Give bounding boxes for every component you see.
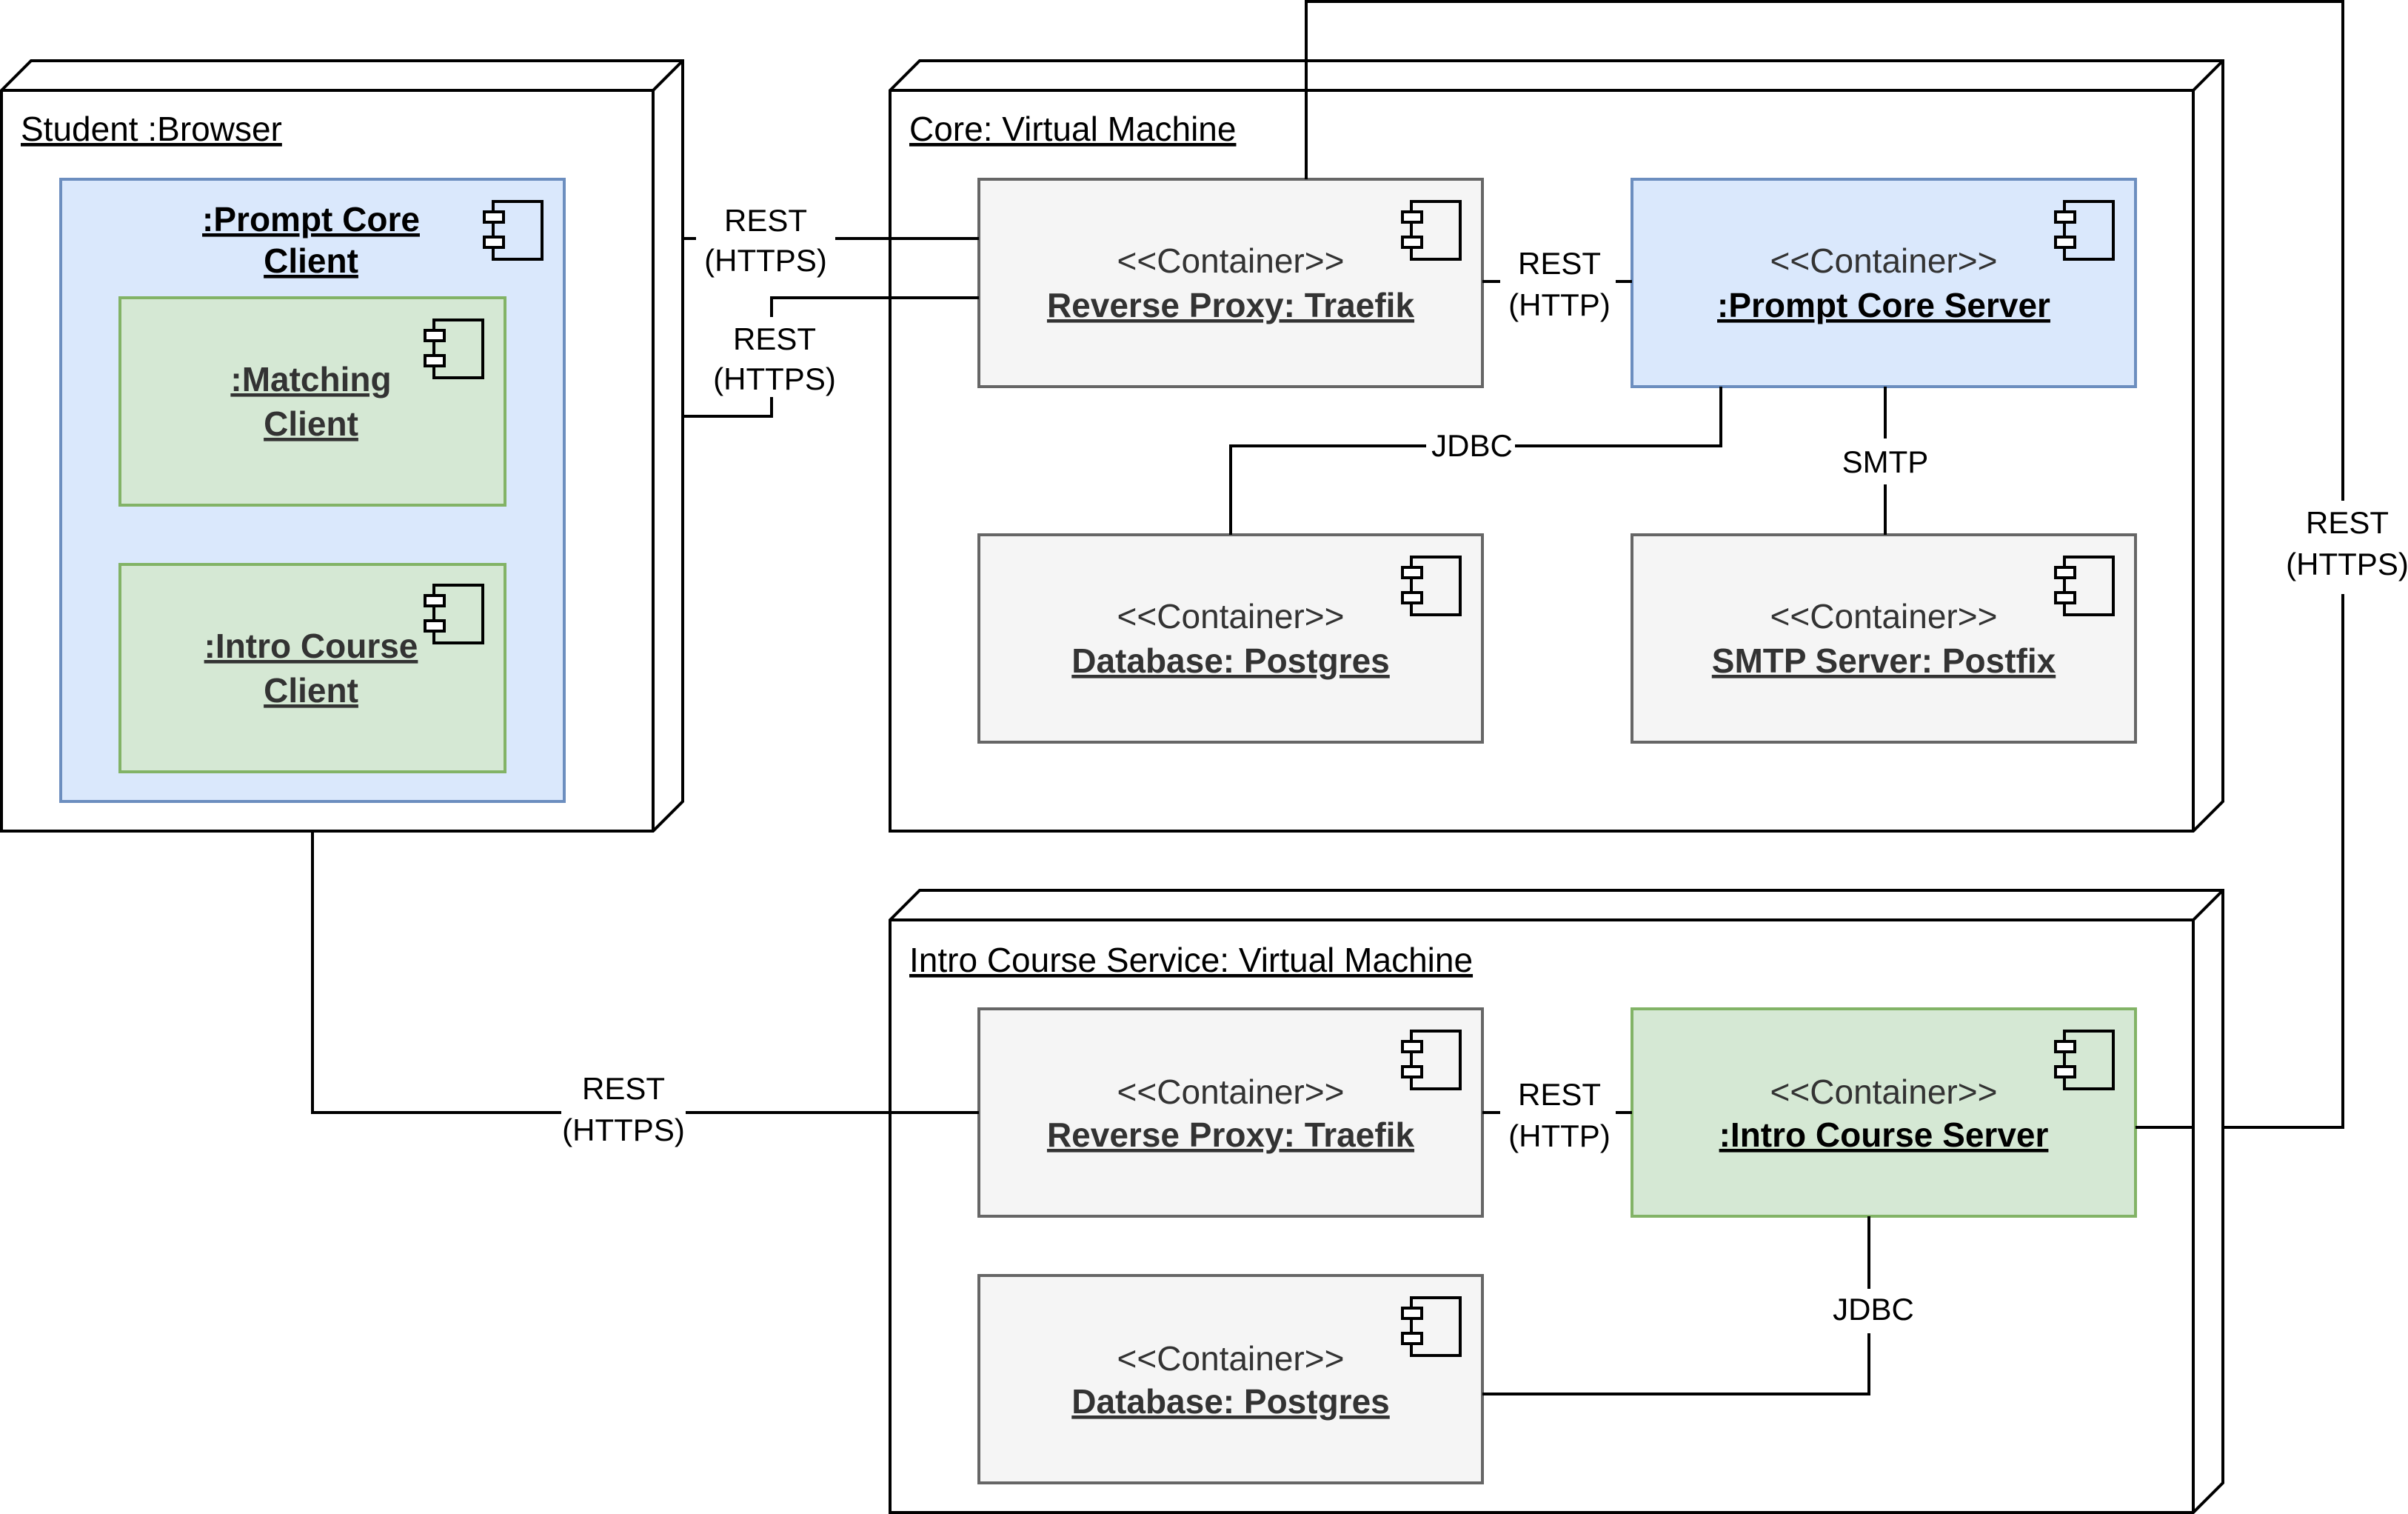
edge-label: (HTTPS) (2286, 547, 2408, 581)
edge-label: REST (1518, 1077, 1601, 1112)
edge-label: JDBC (1833, 1292, 1914, 1327)
node-label-browser: Student :Browser (21, 110, 282, 148)
component-label-line1: :Intro Course (204, 627, 418, 665)
component-name: SMTP Server: Postfix (1712, 641, 2056, 680)
node-label-intro-vm: Intro Course Service: Virtual Machine (909, 941, 1473, 979)
connectors-inner-core (835, 90, 1887, 535)
edge-label: REST (1518, 246, 1601, 281)
component-intro-reverse-proxy[interactable]: <<Container>> Reverse Proxy: Traefik (977, 1007, 1484, 1218)
component-intro-course-server[interactable]: <<Container>> :Intro Course Server (1631, 1007, 2137, 1218)
edge-label: REST (2306, 505, 2389, 540)
component-core-reverse-proxy[interactable]: <<Container>> Reverse Proxy: Traefik (977, 178, 1484, 388)
connectors-inner-intro (890, 1111, 2193, 1395)
edge-label: REST (733, 321, 816, 356)
edge-label: (HTTPS) (713, 361, 836, 396)
component-label-line2: Client (264, 241, 358, 280)
component-prompt-core-server[interactable]: <<Container>> :Prompt Core Server (1631, 178, 2137, 388)
component-name: Reverse Proxy: Traefik (1047, 1116, 1414, 1154)
component-label-line2: Client (264, 671, 358, 710)
component-intro-course-client[interactable]: :Intro Course Client (118, 563, 506, 773)
node-label-core-vm: Core: Virtual Machine (909, 110, 1236, 148)
component-name: Database: Postgres (1071, 1382, 1390, 1421)
component-name: Database: Postgres (1071, 641, 1390, 680)
edge-label: JDBC (1431, 428, 1513, 463)
edge-label: REST (724, 203, 807, 238)
component-stereotype: <<Container>> (1117, 241, 1345, 280)
edge-labels: REST (HTTPS) REST (HTTPS) REST (HTTP) JD… (562, 203, 2408, 1327)
component-stereotype: <<Container>> (1770, 597, 1998, 636)
edge-overlay (1482, 1333, 1870, 1395)
component-intro-database[interactable]: <<Container>> Database: Postgres (977, 1274, 1484, 1484)
edge-label: (HTTPS) (704, 243, 827, 278)
edge-label: REST (582, 1071, 665, 1106)
component-label-line1: :Matching (230, 360, 391, 398)
component-stereotype: <<Container>> (1117, 1073, 1345, 1111)
edge-label: (HTTPS) (562, 1113, 685, 1147)
edge-label: (HTTP) (1508, 1118, 1611, 1153)
edge-overlay (1229, 444, 1426, 535)
component-label-line2: Client (264, 404, 358, 443)
component-name: :Intro Course Server (1719, 1116, 2049, 1154)
component-name: :Prompt Core Server (1717, 286, 2050, 324)
component-matching-client[interactable]: :Matching Client (118, 296, 506, 507)
edge-intro-client-proxy-a (311, 772, 561, 1114)
component-stereotype: <<Container>> (1770, 241, 1998, 280)
component-stereotype: <<Container>> (1117, 597, 1345, 636)
edge-label: SMTP (1842, 444, 1929, 479)
component-name: Reverse Proxy: Traefik (1047, 286, 1414, 324)
edge-label: (HTTP) (1508, 287, 1611, 322)
edge-overlay (1515, 387, 1722, 447)
component-label-line1: :Prompt Core (202, 200, 420, 239)
component-core-database[interactable]: <<Container>> Database: Postgres (977, 533, 1484, 744)
component-stereotype: <<Container>> (1117, 1339, 1345, 1378)
component-smtp-server[interactable]: <<Container>> SMTP Server: Postfix (1631, 533, 2137, 744)
component-stereotype: <<Container>> (1770, 1073, 1998, 1111)
